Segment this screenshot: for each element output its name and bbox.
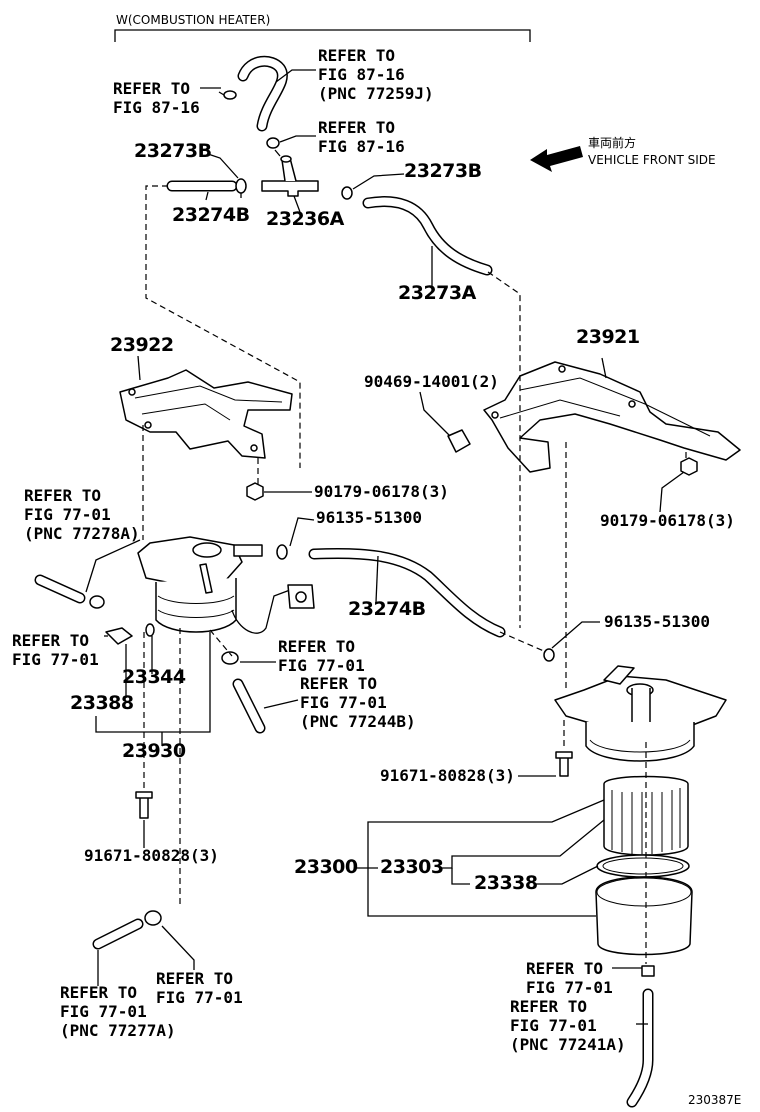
part-23388: 23388 <box>70 692 134 714</box>
hose-bottom-right <box>626 988 654 1108</box>
clamp-23273B-right <box>341 186 353 200</box>
dash-right-hose <box>487 271 521 628</box>
clamp-upper-left <box>218 90 237 100</box>
leader-23274B-b <box>375 555 379 603</box>
leader-23273B-a <box>207 153 239 179</box>
leader-r-mid-left <box>85 539 141 593</box>
ref-fig-87-16-pnc-77259j: REFER TO FIG 87-16 (PNC 77259J) <box>318 46 434 103</box>
ref-fig-77-01-pnc-77277a: REFER TO FIG 77-01 (PNC 77277A) <box>60 983 176 1040</box>
part-23930: 23930 <box>122 740 186 762</box>
clip-90469 <box>447 429 471 453</box>
clamp-23273B-left <box>235 178 247 198</box>
clamp-bottom-left <box>144 910 162 926</box>
part-23300: 23300 <box>294 856 358 878</box>
leader-90179-b <box>659 471 685 513</box>
part-23344: 23344 <box>122 666 186 688</box>
part-23274B-upper: 23274B <box>172 204 250 226</box>
o-ring-23338 <box>596 854 690 878</box>
clamp-upper-right <box>266 137 281 157</box>
ref-fig-77-01-sensor: REFER TO FIG 77-01 <box>12 631 99 669</box>
part-96135-51300-upper: 96135-51300 <box>316 508 422 527</box>
bracket-23930 <box>95 632 211 733</box>
leader-23274B-a <box>205 191 209 201</box>
ref-fig-77-01-clamp: REFER TO FIG 77-01 <box>278 637 365 675</box>
part-23273A: 23273A <box>398 282 476 304</box>
drain-plug <box>641 965 655 977</box>
hose-23273A <box>362 196 493 276</box>
bracket-23922 <box>119 369 293 459</box>
leader-23273B-b <box>352 173 405 190</box>
o-ring-23344 <box>145 623 155 637</box>
bracket-23303-lower <box>451 868 470 885</box>
ref-fig-77-01-pnc-77241a: REFER TO FIG 77-01 (PNC 77241A) <box>510 997 626 1054</box>
part-23236A: 23236A <box>266 208 344 230</box>
ref-fig-77-01-pnc-77244b: REFER TO FIG 77-01 (PNC 77244B) <box>300 674 416 731</box>
front-direction-arrow <box>530 146 583 172</box>
ref-fig-77-01-drain: REFER TO FIG 77-01 <box>526 959 613 997</box>
part-23273B-left: 23273B <box>134 140 212 162</box>
fuel-filter-23388 <box>137 536 263 633</box>
bolt-91671-right <box>555 751 573 777</box>
part-23303: 23303 <box>380 856 444 878</box>
leader-23338 <box>534 865 599 885</box>
combustion-heater-header: W(COMBUSTION HEATER) <box>116 13 271 27</box>
bracket-23303 <box>440 819 605 869</box>
part-90469-14001: 90469-14001(2) <box>364 372 499 391</box>
bolt-91671-left <box>135 791 153 819</box>
clamp-center-lower <box>221 651 239 665</box>
part-23274B-lower: 23274B <box>348 598 426 620</box>
part-91671-80828-left: 91671-80828(3) <box>84 846 219 865</box>
part-90179-06178-right: 90179-06178(3) <box>600 511 735 530</box>
part-23921: 23921 <box>576 326 640 348</box>
nut-90179-left <box>246 482 264 501</box>
part-23273B-right: 23273B <box>404 160 482 182</box>
leader-r-clamp <box>279 135 316 143</box>
nut-90179-right <box>680 457 698 476</box>
leader-96135-b <box>551 621 600 649</box>
leader-r-top-right <box>275 69 316 83</box>
filter-bowl <box>595 876 693 956</box>
leader-96135-a <box>289 517 315 547</box>
figure-id: 230387E <box>688 1093 742 1107</box>
harness-connector <box>231 584 315 634</box>
ref-fig-87-16-left: REFER TO FIG 87-16 <box>113 79 200 117</box>
part-23922: 23922 <box>110 334 174 356</box>
bracket-23921 <box>483 361 741 473</box>
direction-label-english: VEHICLE FRONT SIDE <box>588 153 716 167</box>
ref-fig-77-01-bottom-clamp: REFER TO FIG 77-01 <box>156 969 243 1007</box>
hose-left-stub <box>34 574 86 604</box>
ref-fig-87-16-clamp: REFER TO FIG 87-16 <box>318 118 405 156</box>
direction-label-japanese: 車両前方 <box>588 136 637 150</box>
filter-head-23300 <box>554 665 727 762</box>
dash-left-top <box>145 185 301 468</box>
leader-23236A <box>293 195 301 213</box>
leader-r-mid-center2 <box>263 699 299 709</box>
leader-23921 <box>601 357 607 379</box>
part-96135-51300-lower: 96135-51300 <box>604 612 710 631</box>
dash-hose-clamp <box>499 631 547 653</box>
bracket-23300-bottom <box>367 868 596 917</box>
part-90179-06178-left: 90179-06178(3) <box>314 482 449 501</box>
hose-bottom-left <box>92 918 144 950</box>
part-23338: 23338 <box>474 872 538 894</box>
sensor-23388 <box>105 627 133 645</box>
heater-hose-upper <box>237 55 288 132</box>
leader-23922 <box>137 355 141 381</box>
dash-center-clamp <box>209 629 233 657</box>
bracket-23300-top <box>367 799 605 868</box>
joint-23236A <box>261 155 319 197</box>
ref-fig-77-01-pnc-77278a: REFER TO FIG 77-01 (PNC 77278A) <box>24 486 140 543</box>
leader-r-bot-mid <box>161 925 195 970</box>
clamp-96135-right <box>543 648 555 662</box>
header-bracket <box>114 29 531 42</box>
hose-center-stub <box>232 678 266 734</box>
hose-23274B-lower <box>308 547 506 638</box>
leader-90469 <box>419 391 451 437</box>
clamp-left-stub <box>89 595 105 609</box>
part-91671-80828-right: 91671-80828(3) <box>380 766 515 785</box>
clamp-96135-left <box>276 544 288 560</box>
